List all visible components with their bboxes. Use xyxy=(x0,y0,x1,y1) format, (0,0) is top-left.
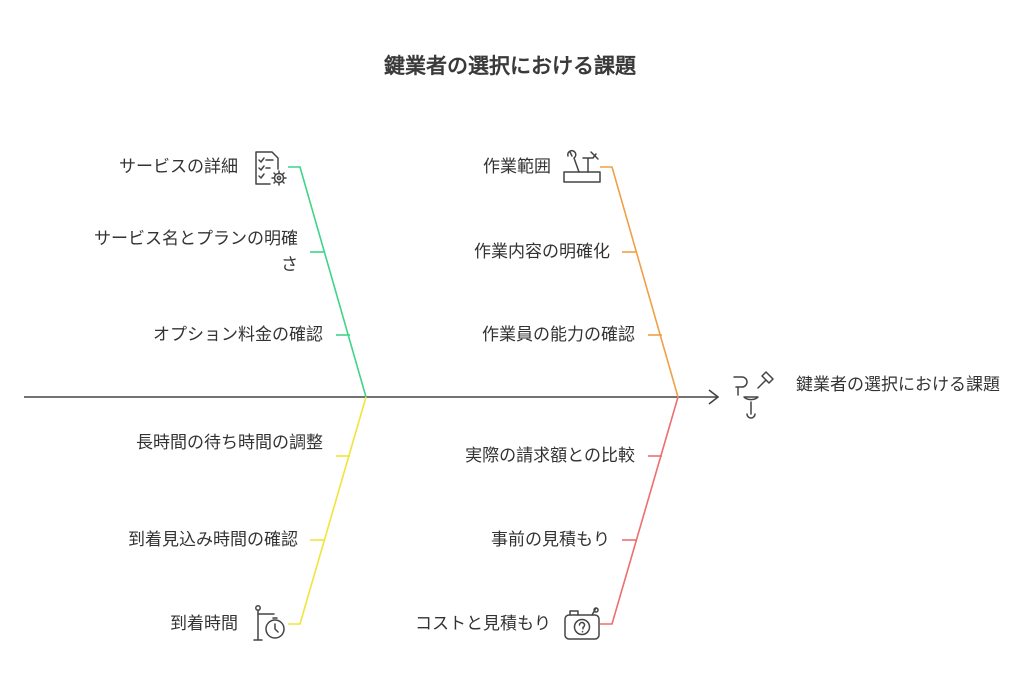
cause-label-cost-2: 事前の見積もり xyxy=(491,530,610,550)
spine-arrowhead xyxy=(708,389,720,405)
branch-line-details xyxy=(288,166,367,398)
category-label-scope: 作業範囲 xyxy=(483,157,551,177)
diagram-title: 鍵業者の選択における課題 xyxy=(384,54,636,78)
category-label-cost: コストと見積もり xyxy=(415,614,551,634)
cause-label-arrival-2: 到着見込み時間の確認 xyxy=(128,530,298,550)
key-hammer-icon xyxy=(733,371,774,419)
camera-question-icon xyxy=(564,607,600,640)
cause-label-details-2: オプション料金の確認 xyxy=(153,325,323,345)
category-label-arrival: 到着時間 xyxy=(170,614,238,634)
cause-label-arrival-1: 長時間の待ち時間の調整 xyxy=(136,433,323,453)
cause-label-details-1: サービス名とプランの明確さ xyxy=(94,229,298,275)
branch-line-cost xyxy=(600,396,679,625)
cause-label-scope-1: 作業内容の明確化 xyxy=(474,242,610,262)
category-label-details: サービスの詳細 xyxy=(119,157,238,177)
branch-line-arrival xyxy=(288,396,367,625)
branch-line-scope xyxy=(600,166,679,398)
toolbox-icon xyxy=(563,149,601,183)
document-gear-icon xyxy=(255,151,287,186)
stopwatch-icon xyxy=(253,605,285,641)
head-label: 鍵業者の選択における課題 xyxy=(796,375,1000,395)
cause-label-scope-2: 作業員の能力の確認 xyxy=(482,325,635,345)
cause-label-cost-1: 実際の請求額との比較 xyxy=(465,446,635,466)
